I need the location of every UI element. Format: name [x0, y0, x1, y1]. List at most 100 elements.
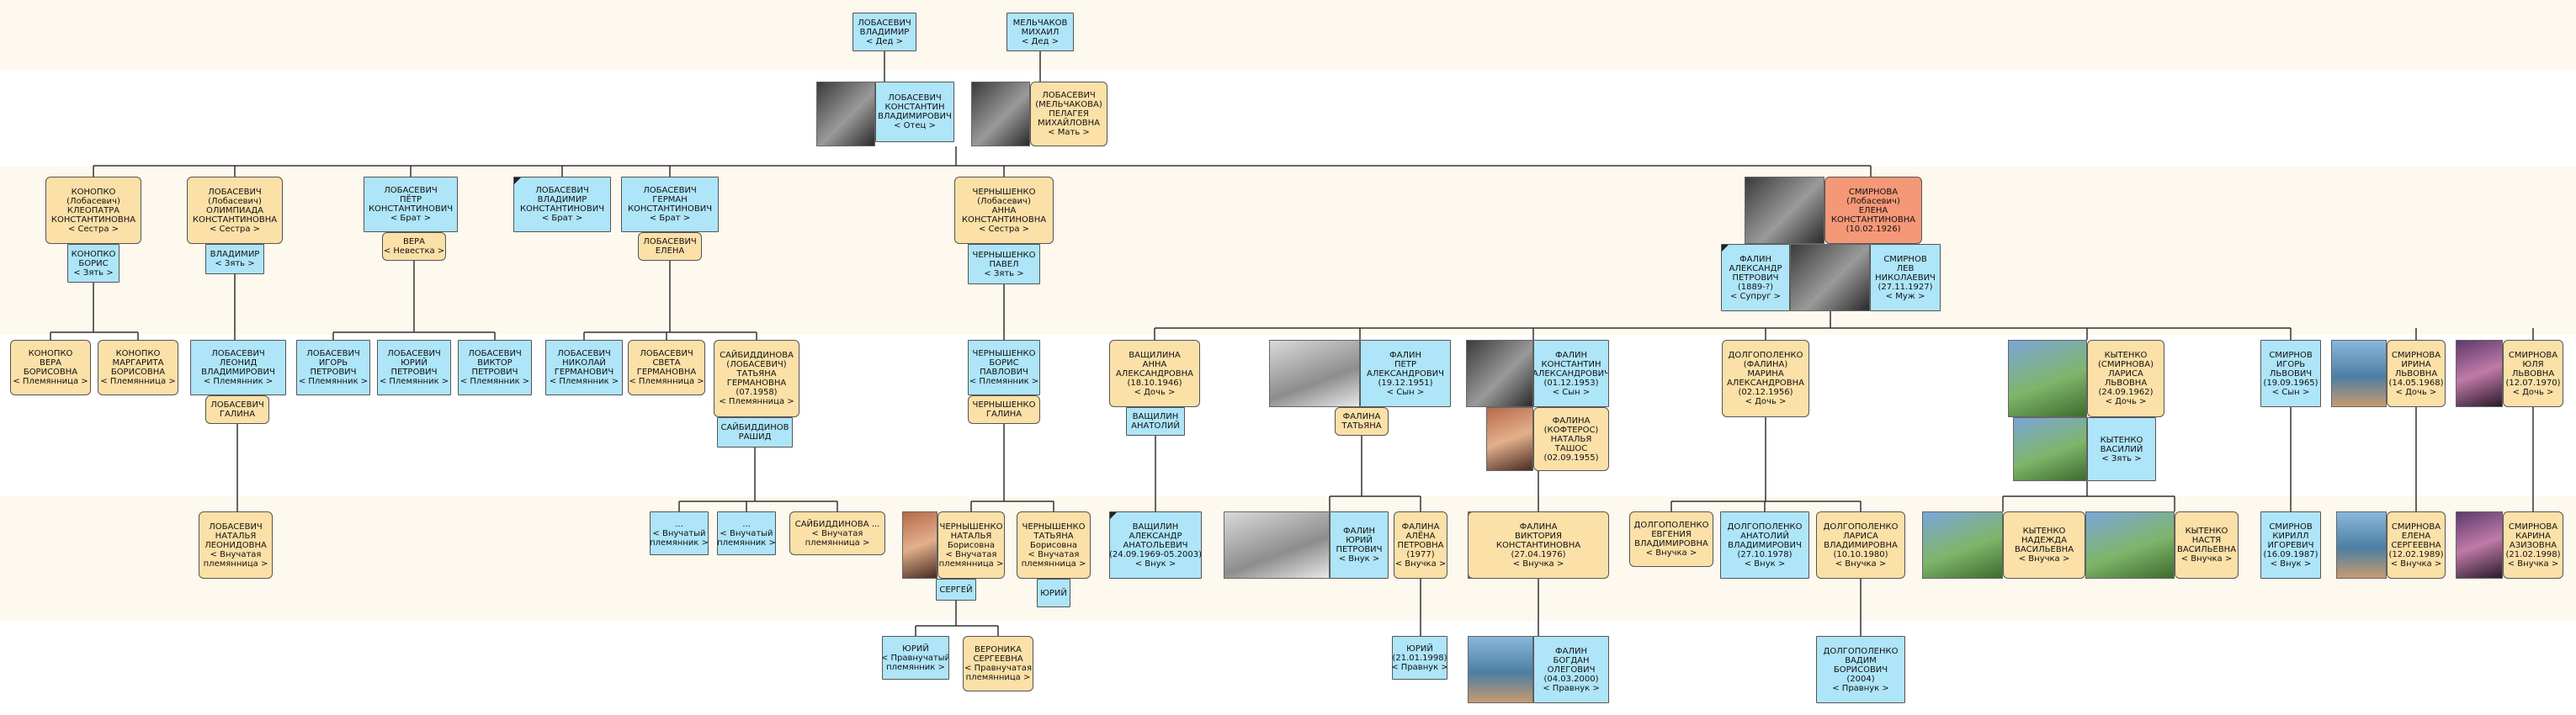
person-photo[interactable] — [816, 82, 875, 146]
person-photo[interactable] — [1745, 177, 1824, 244]
person-card-line: (10.10.1980) — [1833, 549, 1888, 559]
person-photo[interactable] — [2008, 340, 2087, 417]
person-photo[interactable] — [1224, 511, 1330, 579]
person-card-line: ЛЕОНИД — [219, 358, 258, 368]
person-card-line: (12.07.1970) — [2505, 378, 2561, 388]
person-photo[interactable] — [2013, 417, 2087, 481]
person-card-line: < Муж > — [1885, 291, 1925, 301]
person-photo[interactable] — [1269, 340, 1360, 407]
person-card-line: СМИРНОВ — [2269, 522, 2313, 532]
person-card-g5h[interactable]: СЕРГЕЙ — [936, 579, 976, 601]
person-card-s2h[interactable]: ВЛАДИМИР< Зять > — [205, 244, 264, 274]
person-card-line: КОНСТАНТИНОВИЧ — [627, 204, 713, 214]
person-photo[interactable] — [2456, 340, 2503, 407]
person-card-line: СЕРГЕЕВНА — [2391, 540, 2441, 550]
person-photo[interactable] — [2456, 511, 2503, 579]
person-photo[interactable] — [1922, 511, 2003, 579]
person-card-line: (19.09.1965) — [2263, 378, 2318, 388]
person-card-line: ГЕРМАНОВИЧ — [554, 368, 614, 377]
person-photo[interactable] — [2085, 511, 2175, 579]
person-card-h3[interactable]: ЮРИЙ(21.01.1998)< Правнук > — [1392, 636, 1447, 680]
person-card-g6h[interactable]: ЮРИЙ — [1037, 579, 1070, 607]
person-photo[interactable] — [2331, 340, 2387, 407]
person-card-line: КОНСТАНТИНОВИЧ — [368, 204, 454, 214]
person-photo[interactable] — [1790, 244, 1870, 311]
person-card-line: АЛЕКСАНДРОВНА — [1115, 368, 1194, 379]
person-photo[interactable] — [902, 511, 937, 579]
person-photo[interactable] — [971, 82, 1030, 146]
person-photo[interactable] — [1466, 340, 1533, 407]
person-card-b1w[interactable]: ВЕРА< Невестка > — [382, 232, 446, 261]
person-photo[interactable] — [1468, 636, 1533, 703]
person-card-line: ИГОРЬ — [318, 358, 348, 368]
person-photo[interactable] — [2336, 511, 2387, 579]
person-card-line: племянница > — [938, 559, 1004, 569]
person-photo[interactable] — [1486, 407, 1533, 471]
